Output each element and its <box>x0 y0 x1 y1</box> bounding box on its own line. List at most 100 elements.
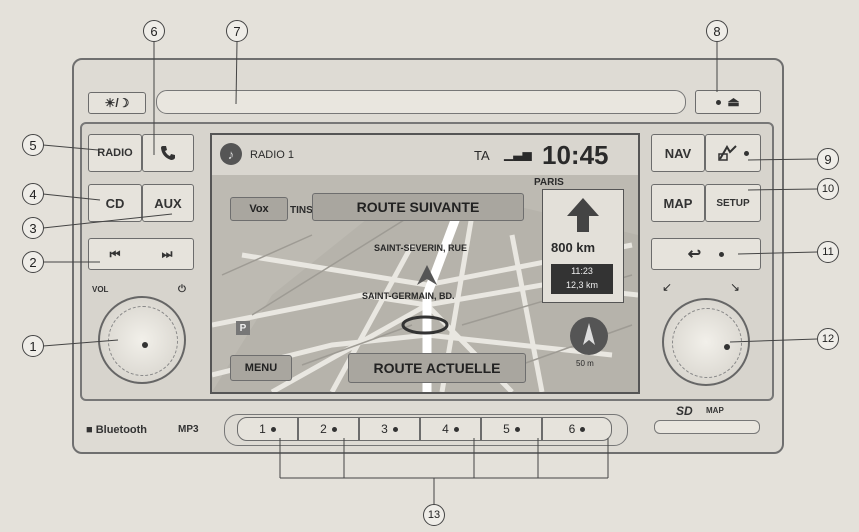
bluetooth-label: ■ Bluetooth <box>86 424 148 436</box>
aux-button[interactable]: AUX <box>142 184 194 222</box>
straight-arrow-icon <box>567 198 599 232</box>
display-screen: ♪ RADIO 1 TA ▁▃▅ 10:45 <box>210 133 640 394</box>
aux-label: AUX <box>154 195 182 211</box>
cd-slot[interactable] <box>156 90 686 114</box>
navigation-map[interactable]: Vox TINS, D ROUTE SUIVANTE PARIS SAINT-S… <box>212 175 638 392</box>
day-night-label: ☀/☽ <box>104 96 130 110</box>
led-dot <box>270 426 276 432</box>
next-route-banner: ROUTE SUIVANTE <box>312 193 524 221</box>
led-dot <box>453 426 459 432</box>
led-dot <box>331 426 337 432</box>
preset-button-5[interactable]: 5 <box>481 417 542 441</box>
menu-button[interactable]: MENU <box>230 355 292 381</box>
phone-icon <box>161 146 175 160</box>
callout-number: 13 <box>427 509 441 521</box>
seek-buttons[interactable]: ⏮ ⏭ <box>88 238 194 270</box>
knob-indicator <box>142 342 148 348</box>
eta-time: 11:23 <box>571 266 593 276</box>
nav-button[interactable]: NAV <box>651 134 705 172</box>
volume-knob[interactable] <box>98 296 186 384</box>
menu-label: MENU <box>244 362 278 374</box>
callout-2: 2 <box>22 251 44 273</box>
led-dot <box>716 99 722 105</box>
preset-label: 6 <box>568 422 576 436</box>
turn-distance: 800 km <box>551 240 596 255</box>
compass-icon[interactable] <box>570 317 608 355</box>
callout-number: 7 <box>233 23 241 39</box>
radio-button[interactable]: RADIO <box>88 134 142 172</box>
led-dot <box>514 426 520 432</box>
preset-button-6[interactable]: 6 <box>542 417 612 441</box>
callout-number: 11 <box>822 246 834 258</box>
power-icon: ⏻ <box>178 284 186 295</box>
sd-logo: SD <box>676 404 693 418</box>
led-dot <box>719 251 725 257</box>
cd-label: CD <box>105 195 125 211</box>
preset-label: 5 <box>503 422 510 436</box>
paris-label: PARIS <box>534 177 564 188</box>
callout-number: 5 <box>29 137 37 153</box>
music-note-icon: ♪ <box>220 143 242 165</box>
preset-label: 4 <box>442 422 449 436</box>
parking-icon: P <box>236 321 250 335</box>
callout-number: 9 <box>824 151 832 167</box>
callout-number: 1 <box>29 338 37 354</box>
sd-map-label: MAP <box>706 406 724 415</box>
callout-1: 1 <box>22 335 44 357</box>
callout-12: 12 <box>817 328 839 350</box>
nav-label: NAV <box>664 145 692 161</box>
eject-button[interactable]: ⏏ <box>695 90 761 114</box>
street-name-1: SAINT-SEVERIN, RUE <box>374 243 468 253</box>
back-arrow-icon: ↩ <box>687 246 702 263</box>
setup-label: SETUP <box>716 197 750 209</box>
mp3-label: MP3 <box>178 424 199 435</box>
source-label: RADIO 1 <box>250 149 295 161</box>
current-route-banner: ROUTE ACTUELLE <box>348 353 526 383</box>
callout-8: 8 <box>706 20 728 42</box>
callout-10: 10 <box>817 178 839 200</box>
callout-6: 6 <box>143 20 165 42</box>
phone-button[interactable] <box>142 134 194 172</box>
preset-label: 1 <box>259 422 266 436</box>
day-night-button[interactable]: ☀/☽ <box>88 92 146 114</box>
bluetooth-text: Bluetooth <box>95 424 148 436</box>
map-scale: 50 m <box>576 359 594 368</box>
callout-number: 2 <box>29 254 37 270</box>
eta-distance: 12,3 km <box>565 280 598 290</box>
preset-button-2[interactable]: 2 <box>298 417 359 441</box>
led-dot <box>744 150 749 156</box>
callout-3: 3 <box>22 217 44 239</box>
clock-time: 10:45 <box>542 140 609 170</box>
eta-box: 11:23 12,3 km <box>551 264 613 294</box>
current-route-label: ROUTE ACTUELLE <box>373 360 501 376</box>
volume-label: VOL <box>92 285 109 294</box>
radio-label: RADIO <box>97 147 133 159</box>
turn-instruction-panel: 800 km 11:23 12,3 km <box>542 189 624 303</box>
ta-label: TA <box>474 148 490 163</box>
preset-button-4[interactable]: 4 <box>420 417 481 441</box>
preset-button-3[interactable]: 3 <box>359 417 420 441</box>
street-name-top: TINS, D <box>290 205 326 216</box>
callout-11: 11 <box>817 241 839 263</box>
rotate-right-icon: ↘ <box>730 280 741 294</box>
map-label: MAP <box>663 195 693 211</box>
route-button[interactable] <box>705 134 761 172</box>
cd-button[interactable]: CD <box>88 184 142 222</box>
route-icon <box>718 145 737 161</box>
knob-indicator <box>724 344 730 350</box>
next-track-icon[interactable]: ⏭ <box>161 246 173 261</box>
previous-track-icon[interactable]: ⏮ <box>109 246 121 261</box>
preset-label: 3 <box>381 422 388 436</box>
callout-7: 7 <box>226 20 248 42</box>
map-button[interactable]: MAP <box>651 184 705 222</box>
callout-13: 13 <box>423 504 445 526</box>
preset-button-1[interactable]: 1 <box>237 417 298 441</box>
callout-number: 6 <box>150 23 158 39</box>
callout-number: 4 <box>29 186 37 202</box>
vox-label: Vox <box>249 203 269 215</box>
vox-button[interactable]: Vox <box>230 197 288 221</box>
next-route-label: ROUTE SUIVANTE <box>356 199 480 215</box>
sd-card-slot[interactable] <box>654 420 760 434</box>
led-dot <box>392 426 398 432</box>
